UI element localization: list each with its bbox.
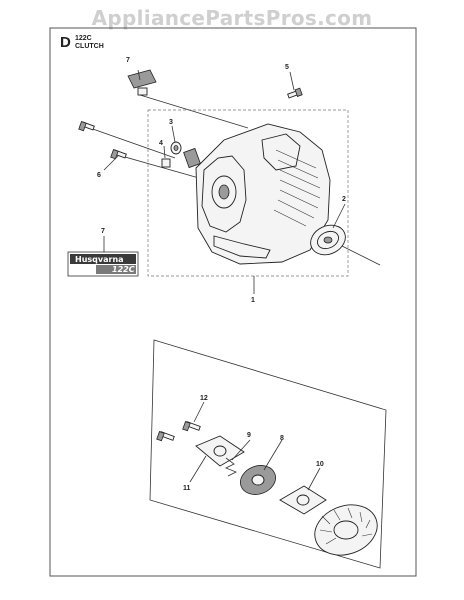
spring (225, 457, 237, 477)
bracket-plate (127, 69, 157, 89)
callout-3: 3 (169, 119, 173, 126)
callout-10: 10 (316, 461, 324, 468)
callout-1: 1 (251, 297, 255, 304)
callout-7-bracket: 7 (126, 57, 130, 64)
watermark-text: AppliancePartsPros.com (91, 6, 373, 30)
callout-7-decal: 7 (101, 228, 105, 235)
callout-9: 9 (247, 432, 251, 439)
axis-line (89, 127, 176, 159)
nut (161, 158, 171, 168)
section-model: 122C (75, 35, 92, 42)
callout-8: 8 (280, 435, 284, 442)
clutch-drum (310, 224, 346, 256)
section-letter: D (60, 34, 71, 51)
section-title: CLUTCH (75, 43, 104, 50)
axis-line (117, 154, 207, 181)
callout-6: 6 (97, 172, 101, 179)
callout-4: 4 (159, 140, 163, 147)
flywheel (314, 504, 378, 556)
sheet-border (49, 27, 417, 577)
husqvarna-decal: Husqvarna 122C (67, 251, 139, 277)
callout-11: 11 (183, 485, 191, 492)
callout-12: 12 (200, 395, 208, 402)
callout-2: 2 (342, 196, 346, 203)
exploded-boundary (149, 339, 387, 569)
decal-model: 122C (112, 265, 135, 274)
assembly-boundary (147, 109, 349, 277)
bolt-lower (156, 431, 175, 442)
clutch-shoe (240, 465, 276, 495)
axis-line (139, 94, 249, 129)
clutch-housing (183, 123, 331, 265)
bolt (182, 421, 201, 432)
callout-5: 5 (285, 64, 289, 71)
screw-pair (78, 121, 127, 160)
bracket-pin (137, 87, 148, 96)
decal-brand: Husqvarna (75, 255, 124, 264)
screw (287, 87, 303, 99)
